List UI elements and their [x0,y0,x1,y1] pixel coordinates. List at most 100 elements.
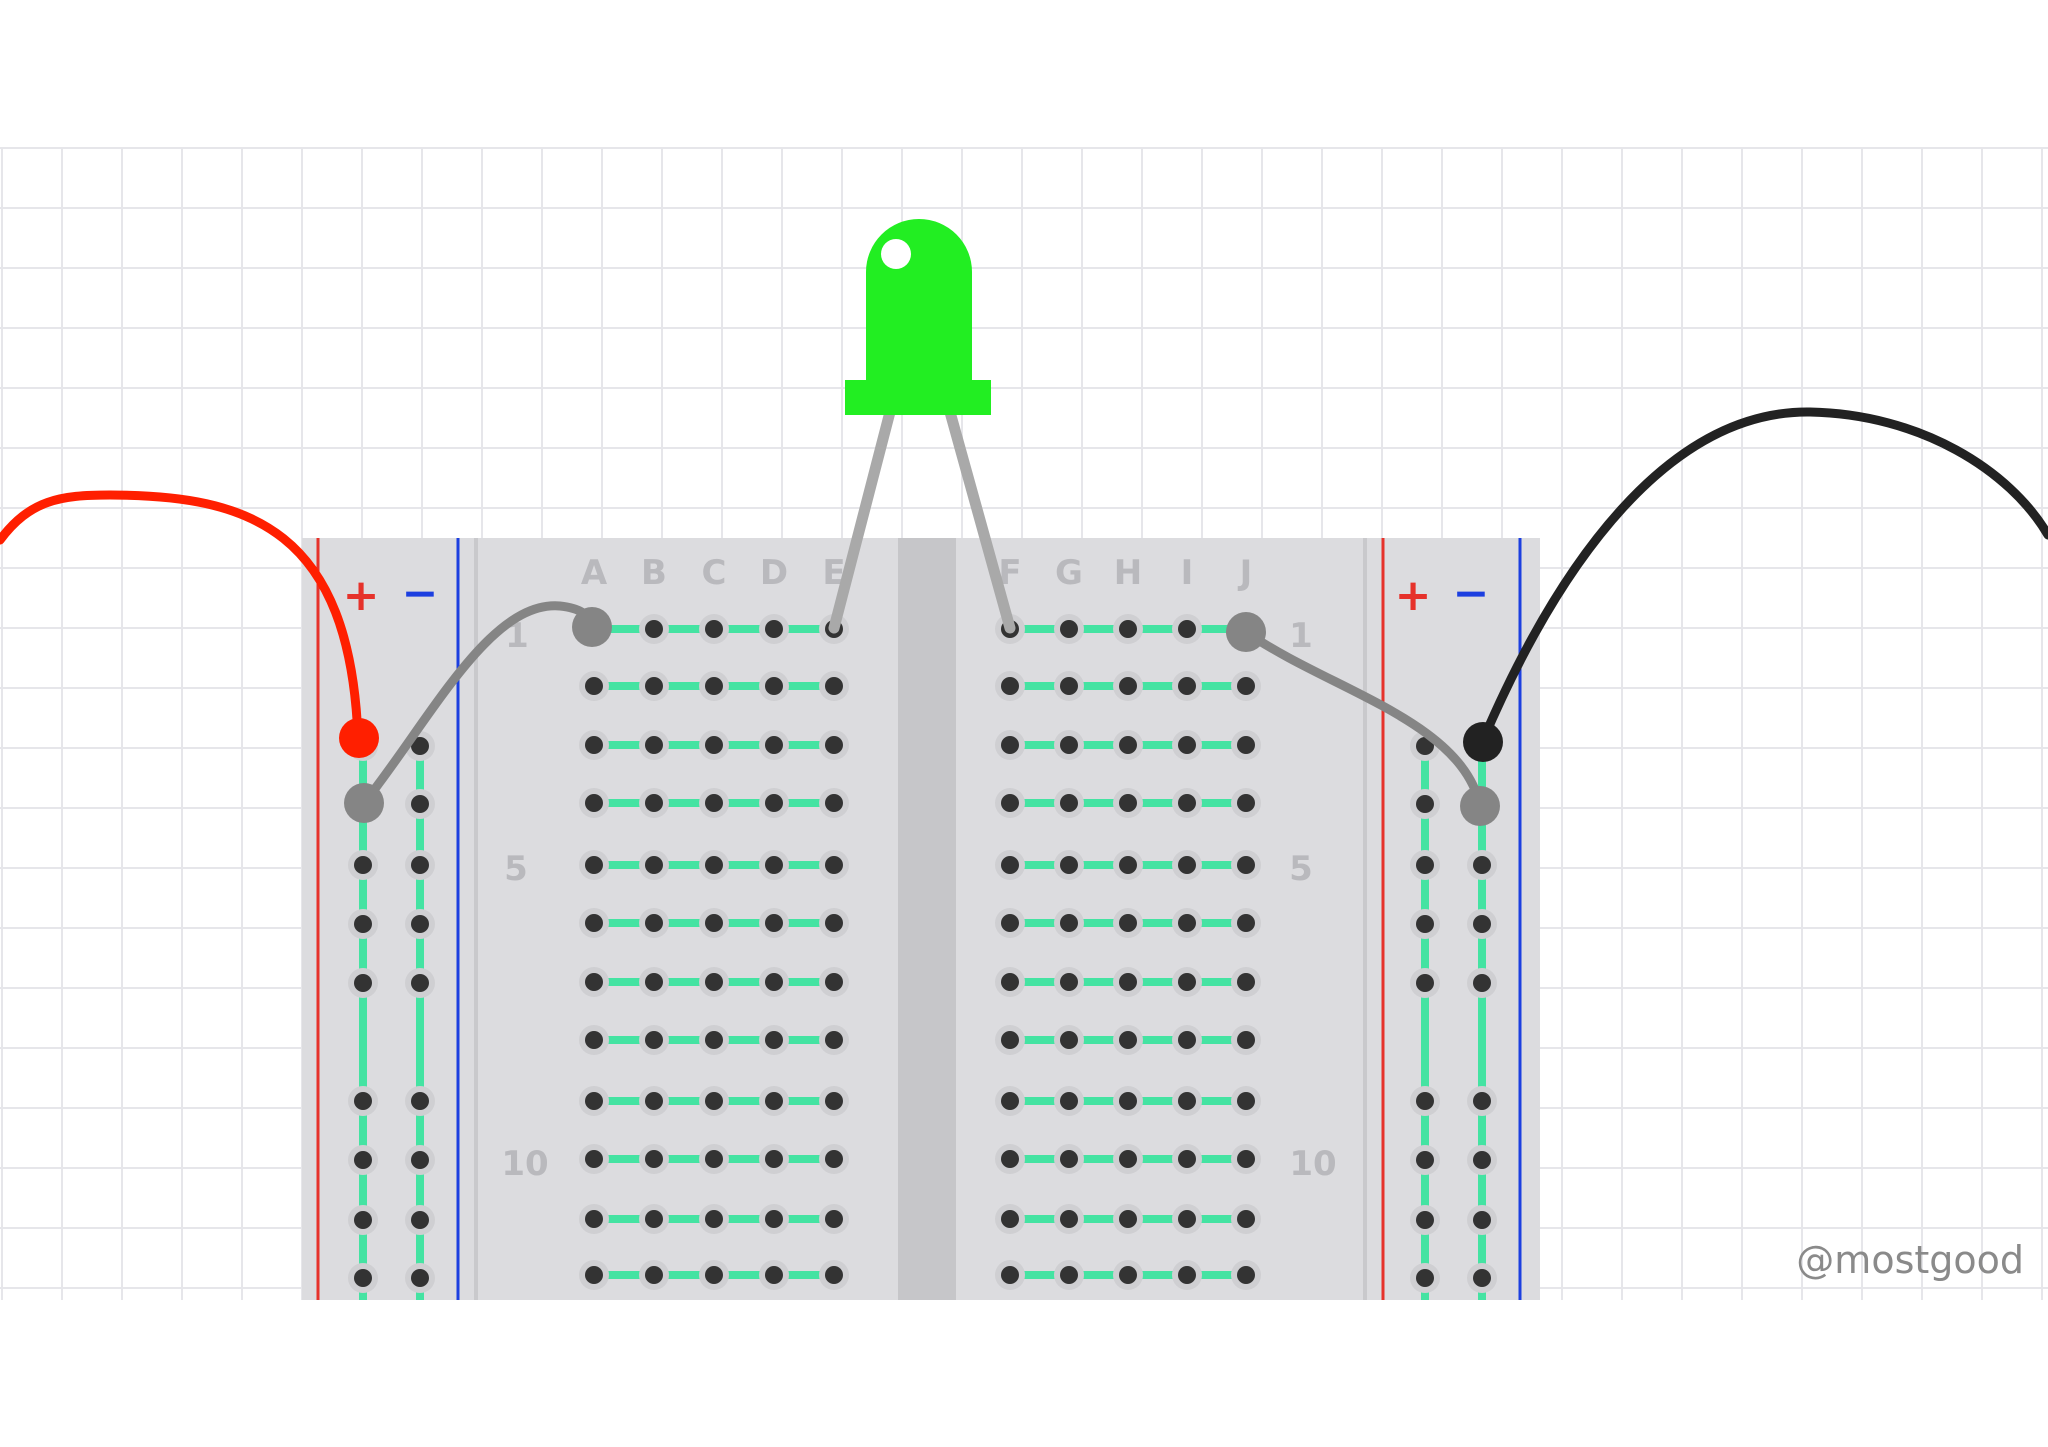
left-rail-minus-symbol: − [402,568,439,619]
hole [1237,973,1255,991]
hole [1416,795,1434,813]
hole [1416,1151,1434,1169]
hole [1237,1150,1255,1168]
hole [1237,856,1255,874]
led-leg-anode [944,406,1016,634]
watermark-text: @mostgood [1796,1238,2024,1282]
hole [411,1211,429,1229]
hole [411,795,429,813]
hole [1119,1266,1137,1284]
hole [1178,1092,1196,1110]
hole [585,973,603,991]
hole [354,1211,372,1229]
hole [1178,914,1196,932]
hole [825,1150,843,1168]
hole [825,856,843,874]
hole [1060,794,1078,812]
column-label-G: G [1055,553,1083,593]
hole [354,915,372,933]
hole [1178,677,1196,695]
hole [645,1031,663,1049]
row-label-right-10: 10 [1289,1144,1336,1184]
green-led [828,219,1016,634]
hole [705,736,723,754]
hole [1237,1092,1255,1110]
hole [825,677,843,695]
hole [765,1266,783,1284]
hole [1001,1266,1019,1284]
hole [645,1210,663,1228]
column-label-C: C [702,553,727,593]
hole [1119,856,1137,874]
black-wire [1478,407,2048,745]
hole [1060,1092,1078,1110]
red-wire-end [339,718,379,758]
column-label-J: J [1238,553,1253,593]
hole [585,914,603,932]
hole [585,1031,603,1049]
hole [1119,620,1137,638]
hole [765,1092,783,1110]
hole [1178,1266,1196,1284]
hole [1473,1092,1491,1110]
led-dome [866,219,972,382]
hole [825,973,843,991]
hole [354,1269,372,1287]
breadboard-holes [348,614,1497,1293]
hole [1119,1031,1137,1049]
hole [1416,915,1434,933]
hole [645,914,663,932]
hole [705,914,723,932]
hole [411,1092,429,1110]
breadboard [302,538,1540,1300]
hole [1001,677,1019,695]
gray-wire-right [1241,627,1485,810]
hole [825,1031,843,1049]
hole [1001,794,1019,812]
hole [1060,973,1078,991]
hole [825,914,843,932]
hole [1060,677,1078,695]
hole [765,973,783,991]
hole [645,973,663,991]
hole [1178,794,1196,812]
hole [1237,677,1255,695]
column-label-H: H [1114,553,1142,593]
gray-wire-left-end-rail [344,783,384,823]
hole [645,620,663,638]
hole [765,1031,783,1049]
led-highlight [881,239,911,269]
row-label-left-10: 10 [501,1144,548,1184]
black-wire-end [1463,722,1503,762]
hole [1237,1266,1255,1284]
hole [645,736,663,754]
hole [1001,1092,1019,1110]
hole [1416,737,1434,755]
hole [705,677,723,695]
hole [1060,1150,1078,1168]
hole [1119,677,1137,695]
hole [645,794,663,812]
hole [1001,1210,1019,1228]
row-label-right-1: 1 [1289,616,1313,656]
hole [1119,1210,1137,1228]
hole [705,794,723,812]
hole [1001,1150,1019,1168]
hole [1237,736,1255,754]
hole [1473,1151,1491,1169]
hole [765,1150,783,1168]
hole [354,856,372,874]
hole [705,856,723,874]
column-label-I: I [1181,553,1194,593]
hole [765,736,783,754]
hole [585,677,603,695]
hole [765,620,783,638]
hole [705,1150,723,1168]
hole [1060,1266,1078,1284]
hole [585,1266,603,1284]
hole [411,856,429,874]
hole [1001,973,1019,991]
hole [585,794,603,812]
